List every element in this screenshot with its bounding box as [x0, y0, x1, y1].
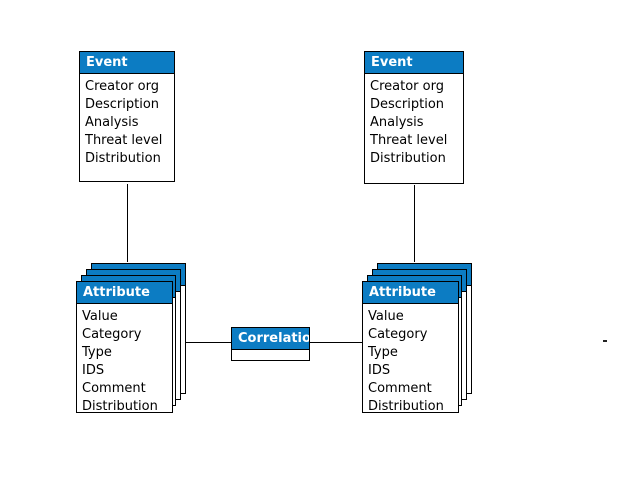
field-row: Threat level — [85, 133, 163, 148]
field-row: Analysis — [370, 115, 424, 130]
field-row: IDS — [82, 363, 105, 378]
attribute-left-stack[interactable]: Attribute Value Category Type IDS Commen… — [76, 263, 186, 423]
event-left-box[interactable]: Event Creator org Description Analysis T… — [79, 51, 175, 182]
field-row: Distribution — [82, 399, 158, 414]
attribute-right-title: Attribute — [363, 282, 458, 304]
field-row: Comment — [82, 381, 146, 396]
attribute-left-fields: Value Category Type IDS Comment Distribu… — [77, 304, 172, 421]
field-row: Comment — [368, 381, 432, 396]
attribute-left-box[interactable]: Attribute Value Category Type IDS Commen… — [76, 281, 173, 414]
attribute-left-title: Attribute — [77, 282, 172, 304]
field-row: Distribution — [370, 151, 446, 166]
stray-mark — [603, 340, 607, 342]
attribute-right-box[interactable]: Attribute Value Category Type IDS Commen… — [362, 281, 459, 414]
event-left-fields: Creator org Description Analysis Threat … — [80, 74, 174, 173]
field-row: Value — [368, 309, 404, 324]
field-row: Distribution — [85, 151, 161, 166]
correlation-title: Correlation — [232, 328, 309, 350]
field-row: Type — [368, 345, 398, 360]
correlation-box[interactable]: Correlation — [231, 327, 310, 361]
connector-event-right-to-attribute-right — [414, 185, 415, 262]
connector-event-left-to-attribute-left — [127, 184, 128, 262]
field-row: IDS — [368, 363, 391, 378]
connector-attribute-left-to-correlation — [186, 342, 231, 343]
field-row: Creator org — [85, 79, 159, 94]
field-row: Value — [82, 309, 118, 324]
field-row: Creator org — [370, 79, 444, 94]
field-row: Category — [368, 327, 428, 342]
field-row: Threat level — [370, 133, 448, 148]
field-row: Type — [82, 345, 112, 360]
field-row: Distribution — [368, 399, 444, 414]
field-row: Category — [82, 327, 142, 342]
attribute-right-fields: Value Category Type IDS Comment Distribu… — [363, 304, 458, 421]
event-right-title: Event — [365, 52, 463, 74]
attribute-right-stack[interactable]: Attribute Value Category Type IDS Commen… — [362, 263, 472, 423]
event-right-box[interactable]: Event Creator org Description Analysis T… — [364, 51, 464, 184]
field-row: Analysis — [85, 115, 139, 130]
event-right-fields: Creator org Description Analysis Threat … — [365, 74, 463, 173]
event-left-title: Event — [80, 52, 174, 74]
field-row: Description — [85, 97, 160, 112]
connector-correlation-to-attribute-right — [310, 342, 362, 343]
field-row: Description — [370, 97, 445, 112]
